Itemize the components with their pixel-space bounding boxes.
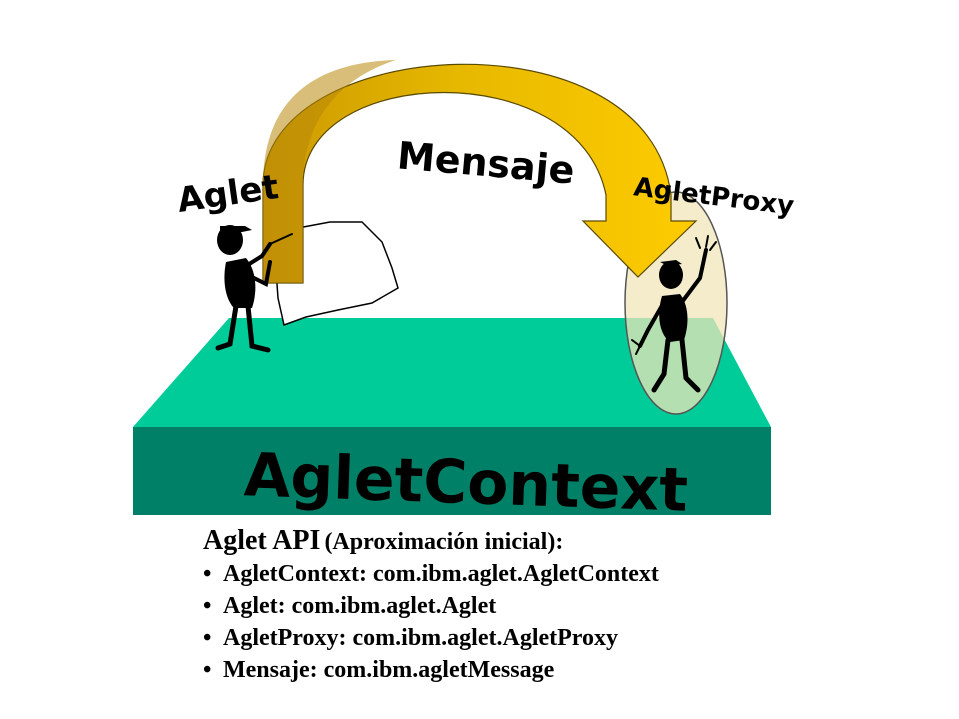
bullet-icon: •	[203, 657, 212, 683]
aglet-context-label: AgletContext	[243, 440, 689, 525]
mensaje-label: Mensaje	[395, 133, 576, 192]
list-item: • AgletProxy: com.ibm.aglet.AgletProxy	[203, 626, 943, 650]
api-class-list: • AgletContext: com.ibm.aglet.AgletContex…	[203, 562, 943, 682]
platform-front-face	[133, 427, 771, 515]
list-item-text: AgletContext: com.ibm.aglet.AgletContext	[223, 561, 659, 587]
list-item-text: Aglet: com.ibm.aglet.Aglet	[223, 593, 497, 619]
bullet-icon: •	[203, 625, 212, 651]
waving-figure-icon	[631, 235, 717, 393]
bullet-icon: •	[203, 593, 212, 619]
list-item: • Aglet: com.ibm.aglet.Aglet	[203, 594, 943, 618]
context-platform	[133, 318, 771, 515]
list-item: • Mensaje: com.ibm.agletMessage	[203, 658, 943, 682]
bullet-icon: •	[203, 561, 212, 587]
list-item-text: Mensaje: com.ibm.agletMessage	[223, 657, 555, 683]
api-caption: Aglet API (Aproximación inicial): • Aglet…	[203, 527, 943, 690]
api-title-sub: (Aproximación inicial):	[324, 529, 564, 555]
list-item-text: AgletProxy: com.ibm.aglet.AgletProxy	[223, 625, 619, 651]
api-title-main: Aglet API	[203, 525, 321, 556]
list-item: • AgletContext: com.ibm.aglet.AgletContex…	[203, 562, 943, 586]
arrow-inner-shade	[263, 60, 396, 283]
platform-top-face	[133, 318, 771, 427]
api-title: Aglet API (Aproximación inicial):	[203, 527, 943, 555]
figure-holding-message-icon	[215, 225, 293, 353]
